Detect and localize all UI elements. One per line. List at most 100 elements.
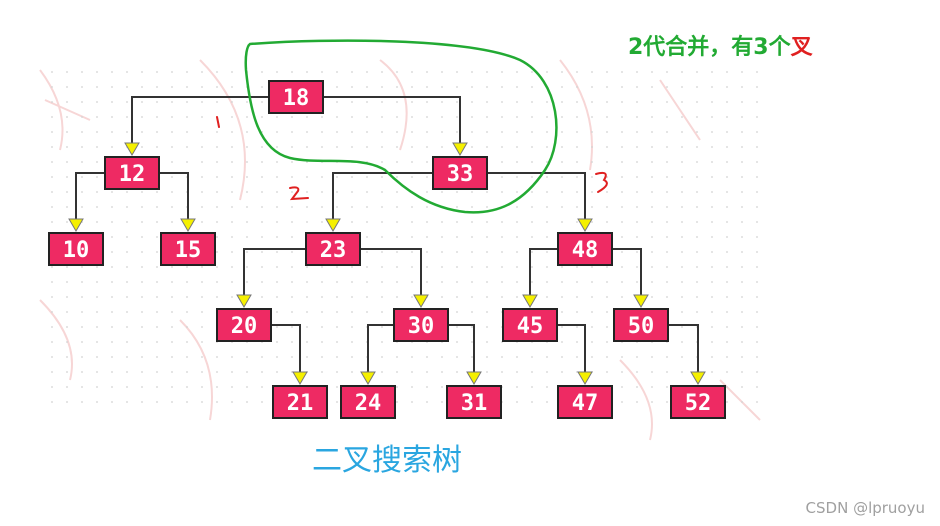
grid-dot bbox=[741, 101, 743, 103]
grid-dot bbox=[486, 191, 488, 193]
grid-dot bbox=[201, 221, 203, 223]
grid-dot bbox=[471, 191, 473, 193]
grid-dot bbox=[111, 386, 113, 388]
grid-dot bbox=[591, 341, 593, 343]
grid-dot bbox=[306, 341, 308, 343]
grid-dot bbox=[486, 281, 488, 283]
grid-dot bbox=[51, 146, 53, 148]
grid-dot bbox=[66, 341, 68, 343]
grid-dot bbox=[651, 266, 653, 268]
grid-dot bbox=[396, 386, 398, 388]
grid-dot bbox=[411, 281, 413, 283]
grid-dot bbox=[321, 371, 323, 373]
grid-dot bbox=[621, 296, 623, 298]
grid-dot bbox=[171, 161, 173, 163]
grid-dot bbox=[456, 311, 458, 313]
grid-dot bbox=[606, 86, 608, 88]
grid-dot bbox=[741, 341, 743, 343]
grid-dot bbox=[756, 71, 758, 73]
grid-dot bbox=[141, 386, 143, 388]
grid-dot bbox=[606, 146, 608, 148]
node-label: 30 bbox=[408, 314, 435, 339]
grid-dot bbox=[51, 191, 53, 193]
grid-dot bbox=[561, 371, 563, 373]
grid-dot bbox=[351, 131, 353, 133]
grid-dot bbox=[516, 71, 518, 73]
grid-dot bbox=[81, 386, 83, 388]
grid-dot bbox=[306, 176, 308, 178]
grid-dot bbox=[201, 206, 203, 208]
grid-dot bbox=[66, 311, 68, 313]
tree-node-33: 33 bbox=[432, 156, 488, 190]
grid-dot bbox=[171, 176, 173, 178]
grid-dot bbox=[381, 131, 383, 133]
grid-dot bbox=[606, 116, 608, 118]
grid-dot bbox=[96, 86, 98, 88]
grid-dot bbox=[366, 296, 368, 298]
grid-dot bbox=[351, 356, 353, 358]
grid-dot bbox=[651, 221, 653, 223]
grid-dot bbox=[216, 371, 218, 373]
grid-dot bbox=[636, 356, 638, 358]
grid-dot bbox=[246, 131, 248, 133]
tree-node-47: 47 bbox=[557, 385, 613, 419]
grid-dot bbox=[696, 221, 698, 223]
grid-dot bbox=[681, 116, 683, 118]
tree-node-50: 50 bbox=[613, 308, 669, 342]
grid-dot bbox=[261, 236, 263, 238]
grid-dot bbox=[336, 386, 338, 388]
node-box bbox=[268, 80, 324, 114]
grid-dot bbox=[531, 266, 533, 268]
grid-dot bbox=[426, 101, 428, 103]
grid-dot bbox=[606, 101, 608, 103]
grid-dot bbox=[81, 101, 83, 103]
grid-dot bbox=[231, 71, 233, 73]
grid-dot bbox=[51, 206, 53, 208]
arrowhead-icon bbox=[633, 294, 649, 308]
grid-dot bbox=[546, 296, 548, 298]
grid-dot bbox=[651, 176, 653, 178]
grid-dot bbox=[276, 221, 278, 223]
grid-dot bbox=[96, 176, 98, 178]
grid-dot bbox=[696, 101, 698, 103]
grid-dot bbox=[396, 206, 398, 208]
grid-dot bbox=[546, 176, 548, 178]
grid-dot bbox=[456, 116, 458, 118]
grid-dot bbox=[216, 401, 218, 403]
grid-dot bbox=[516, 251, 518, 253]
grid-dot bbox=[381, 326, 383, 328]
grid-dot bbox=[561, 206, 563, 208]
grid-dot bbox=[651, 371, 653, 373]
grid-dot bbox=[666, 101, 668, 103]
grid-dot bbox=[666, 131, 668, 133]
grid-dot bbox=[546, 131, 548, 133]
grid-dot bbox=[291, 146, 293, 148]
grid-dot bbox=[681, 251, 683, 253]
grid-dot bbox=[231, 146, 233, 148]
edge-48-45 bbox=[529, 248, 558, 295]
grid-dot bbox=[696, 176, 698, 178]
grid-dot bbox=[201, 326, 203, 328]
grid-dot bbox=[456, 236, 458, 238]
grid-dot bbox=[141, 401, 143, 403]
grid-dot bbox=[546, 116, 548, 118]
grid-dot bbox=[651, 386, 653, 388]
grid-dot bbox=[141, 191, 143, 193]
grid-dot bbox=[396, 86, 398, 88]
grid-dot bbox=[171, 191, 173, 193]
grid-dot bbox=[411, 371, 413, 373]
grid-dot bbox=[411, 71, 413, 73]
grid-dot bbox=[396, 191, 398, 193]
grid-dot bbox=[246, 146, 248, 148]
grid-dot bbox=[741, 236, 743, 238]
grid-dot bbox=[516, 86, 518, 88]
grid-dot bbox=[741, 191, 743, 193]
grid-dot bbox=[591, 356, 593, 358]
grid-dot bbox=[366, 236, 368, 238]
grid-dot bbox=[81, 296, 83, 298]
edge-18-12 bbox=[131, 96, 269, 143]
grid-dot bbox=[561, 176, 563, 178]
grid-dot bbox=[726, 206, 728, 208]
grid-dot bbox=[261, 356, 263, 358]
grid-dot bbox=[96, 116, 98, 118]
